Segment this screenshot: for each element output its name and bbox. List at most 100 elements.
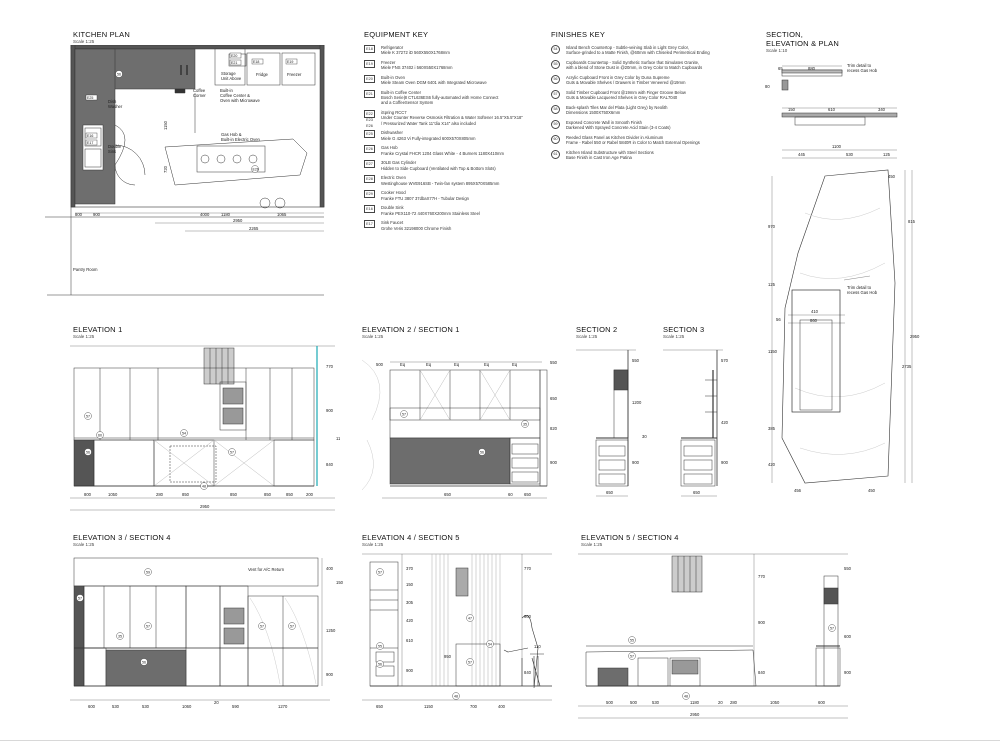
key-text: Solid Timber Cupboard Front @19mm with F…: [566, 90, 686, 101]
svg-text:48: 48: [454, 695, 458, 699]
svg-text:2950: 2950: [233, 218, 243, 223]
kitchen-plan-scale: Scale 1:25: [73, 39, 95, 44]
svg-text:E18: E18: [253, 60, 259, 64]
key-row: 59 Exposed Concrete Wall in Smooth Finish…: [551, 120, 751, 130]
svg-text:900: 900: [93, 212, 101, 217]
svg-text:30: 30: [642, 434, 647, 439]
svg-text:1270: 1270: [278, 704, 288, 709]
svg-text:600: 600: [88, 704, 96, 709]
svg-text:445: 445: [798, 152, 806, 157]
svg-text:900: 900: [326, 408, 334, 413]
svg-text:570: 570: [721, 358, 729, 363]
elevation-1-title: ELEVATION 1: [73, 325, 123, 334]
svg-text:450: 450: [868, 488, 876, 493]
svg-text:770: 770: [326, 364, 334, 369]
svg-text:650: 650: [606, 490, 614, 495]
svg-text:59: 59: [146, 571, 150, 575]
svg-text:60: 60: [98, 434, 102, 438]
svg-text:720: 720: [163, 165, 168, 173]
svg-text:420: 420: [768, 462, 776, 467]
plan-label-coffee-corner: Coffee Corner: [193, 88, 206, 98]
plan-label-dishwasher: Dish Washer: [108, 99, 123, 109]
svg-text:900: 900: [721, 460, 729, 465]
key-row: E20 Built-in Oven Miele Steam Oven DGM 64…: [364, 75, 539, 85]
svg-text:150: 150: [406, 582, 414, 587]
key-code: E17: [364, 220, 375, 229]
svg-text:2735: 2735: [902, 364, 912, 369]
svg-text:57: 57: [78, 597, 82, 601]
svg-text:150: 150: [336, 580, 344, 585]
svg-text:1060: 1060: [182, 704, 192, 709]
svg-text:48: 48: [684, 695, 688, 699]
svg-text:47: 47: [468, 617, 472, 621]
svg-text:970: 970: [768, 224, 776, 229]
svg-text:54: 54: [182, 432, 186, 436]
plan-label-pantry: Pantry Room: [73, 267, 98, 272]
key-text: Double Sink Franke PEX110-72 440X760X200…: [381, 205, 480, 216]
section-3-scale: Scale 1:25: [663, 334, 685, 339]
svg-text:550: 550: [632, 358, 640, 363]
key-code: E19: [364, 60, 375, 68]
svg-text:4000: 4000: [200, 212, 210, 217]
svg-text:770: 770: [758, 574, 766, 579]
svg-text:150: 150: [788, 107, 796, 112]
svg-text:35: 35: [523, 423, 527, 427]
svg-text:590: 590: [232, 704, 240, 709]
key-text: Back-splash Tiles Mar del Plata (Light G…: [566, 105, 668, 116]
svg-text:1150: 1150: [163, 120, 168, 130]
svg-text:900: 900: [406, 668, 414, 673]
svg-text:840: 840: [758, 670, 766, 675]
section-3-title: SECTION 3: [663, 325, 705, 334]
key-code: 61: [551, 150, 560, 159]
elevation-4-title: ELEVATION 4 / SECTION 5: [362, 533, 460, 542]
svg-text:880: 880: [808, 66, 816, 71]
plan-label-double-sink: Double Sink: [108, 144, 122, 154]
key-text: Built-in Oven Miele Steam Oven DGM 6401 …: [381, 75, 487, 86]
svg-text:57: 57: [402, 413, 406, 417]
svg-text:600: 600: [844, 634, 852, 639]
svg-text:1050: 1050: [108, 492, 118, 497]
svg-text:650: 650: [376, 704, 384, 709]
svg-text:900: 900: [844, 670, 852, 675]
svg-text:800: 800: [84, 492, 92, 497]
plan-label-builtin-coffee: Built-in Coffee Center & Oven with Micro…: [220, 88, 260, 103]
vent-note: Vent for A/C Return: [248, 567, 285, 572]
svg-text:57: 57: [378, 571, 382, 575]
svg-text:56: 56: [378, 663, 382, 667]
svg-text:650: 650: [693, 490, 701, 495]
key-text: Dishwasher Miele G 4263 Vi Fully-integra…: [381, 130, 476, 141]
svg-text:800: 800: [75, 212, 83, 217]
svg-text:820: 820: [550, 426, 558, 431]
key-code: 59: [551, 120, 560, 129]
svg-text:900: 900: [524, 614, 532, 619]
svg-text:840: 840: [524, 670, 532, 675]
key-code: 60: [551, 135, 560, 144]
svg-text:815: 815: [908, 219, 916, 224]
svg-text:110: 110: [336, 436, 340, 441]
svg-text:E26: E26: [253, 168, 259, 172]
key-text: Exposed Concrete Wall in Smooth Finish D…: [566, 120, 671, 131]
svg-text:E25: E25: [87, 96, 93, 100]
svg-text:54: 54: [488, 643, 492, 647]
svg-text:55: 55: [378, 645, 382, 649]
svg-text:280: 280: [156, 492, 164, 497]
key-text: 30LB Gas Cylinder Hidden to Side Cupboar…: [381, 160, 496, 171]
key-code: 56: [551, 75, 560, 84]
plan-label-storage: Storage Unit Above: [221, 71, 242, 81]
svg-text:340: 340: [878, 107, 886, 112]
key-code: E20: [364, 75, 375, 83]
svg-text:850: 850: [286, 492, 294, 497]
svg-text:56: 56: [86, 451, 90, 455]
